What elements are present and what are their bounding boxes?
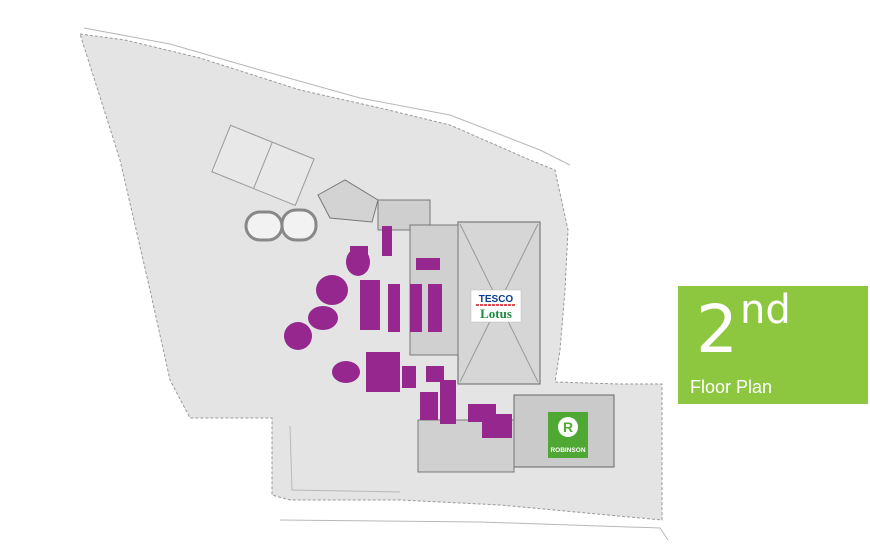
lotus-label: Lotus — [480, 306, 512, 321]
floor-number: 2 — [696, 291, 738, 368]
building-block — [317, 179, 379, 223]
floor-plan-label: Floor Plan — [690, 377, 773, 397]
floor-plan-badge: 2 nd Floor Plan — [676, 284, 870, 406]
tesco-lotus-logo: TESCO Lotus — [470, 289, 522, 323]
robinson-label: ROBINSON — [550, 447, 585, 454]
robinson-logo-letter: R — [563, 419, 573, 435]
tesco-label: TESCO — [479, 294, 514, 305]
floor-suffix: nd — [740, 287, 791, 333]
robinson-logo: R ROBINSON — [548, 412, 588, 458]
pool-shapes — [244, 208, 318, 242]
outer-road-line — [83, 27, 571, 166]
sports-court — [211, 124, 315, 207]
outer-road-line — [279, 519, 669, 541]
outer-road-line — [289, 425, 401, 493]
shop-units — [284, 226, 512, 438]
